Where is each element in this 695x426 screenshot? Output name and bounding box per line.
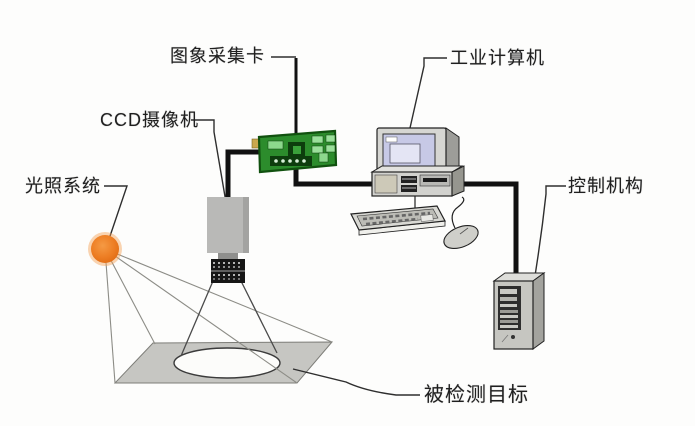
- industrial-computer-icon: [350, 127, 479, 250]
- label-image-capture-card: 图象采集卡: [170, 46, 265, 66]
- target-ellipse: [173, 347, 281, 379]
- ccd-camera-icon: [207, 197, 249, 283]
- light-rays: [104, 248, 333, 384]
- label-lighting-system: 光照系统: [25, 176, 101, 196]
- label-ccd-camera: CCD摄像机: [100, 110, 199, 130]
- label-inspected-target: 被检测目标: [424, 384, 529, 406]
- cable-card-to-computer: [293, 169, 374, 187]
- target-platform-icon: [113, 341, 334, 384]
- pointer-industrial-computer: [409, 57, 447, 129]
- label-control-mechanism: 控制机构: [568, 176, 644, 196]
- pointer-ccd-camera: [191, 119, 230, 221]
- camera-view-cone: [180, 280, 278, 357]
- image-capture-card-icon: [251, 129, 338, 174]
- keyboard-icon: [350, 205, 446, 236]
- pointer-inspected-target: [292, 368, 420, 396]
- cable-computer-to-tower: [452, 181, 519, 280]
- cables: [225, 58, 519, 280]
- light-source-icon: [88, 232, 122, 266]
- mouse-icon: [443, 196, 479, 250]
- pointer-lighting-system: [104, 185, 128, 246]
- control-tower-icon: [492, 272, 546, 350]
- label-industrial-computer: 工业计算机: [450, 48, 545, 68]
- cable-card-to-camera: [225, 149, 264, 203]
